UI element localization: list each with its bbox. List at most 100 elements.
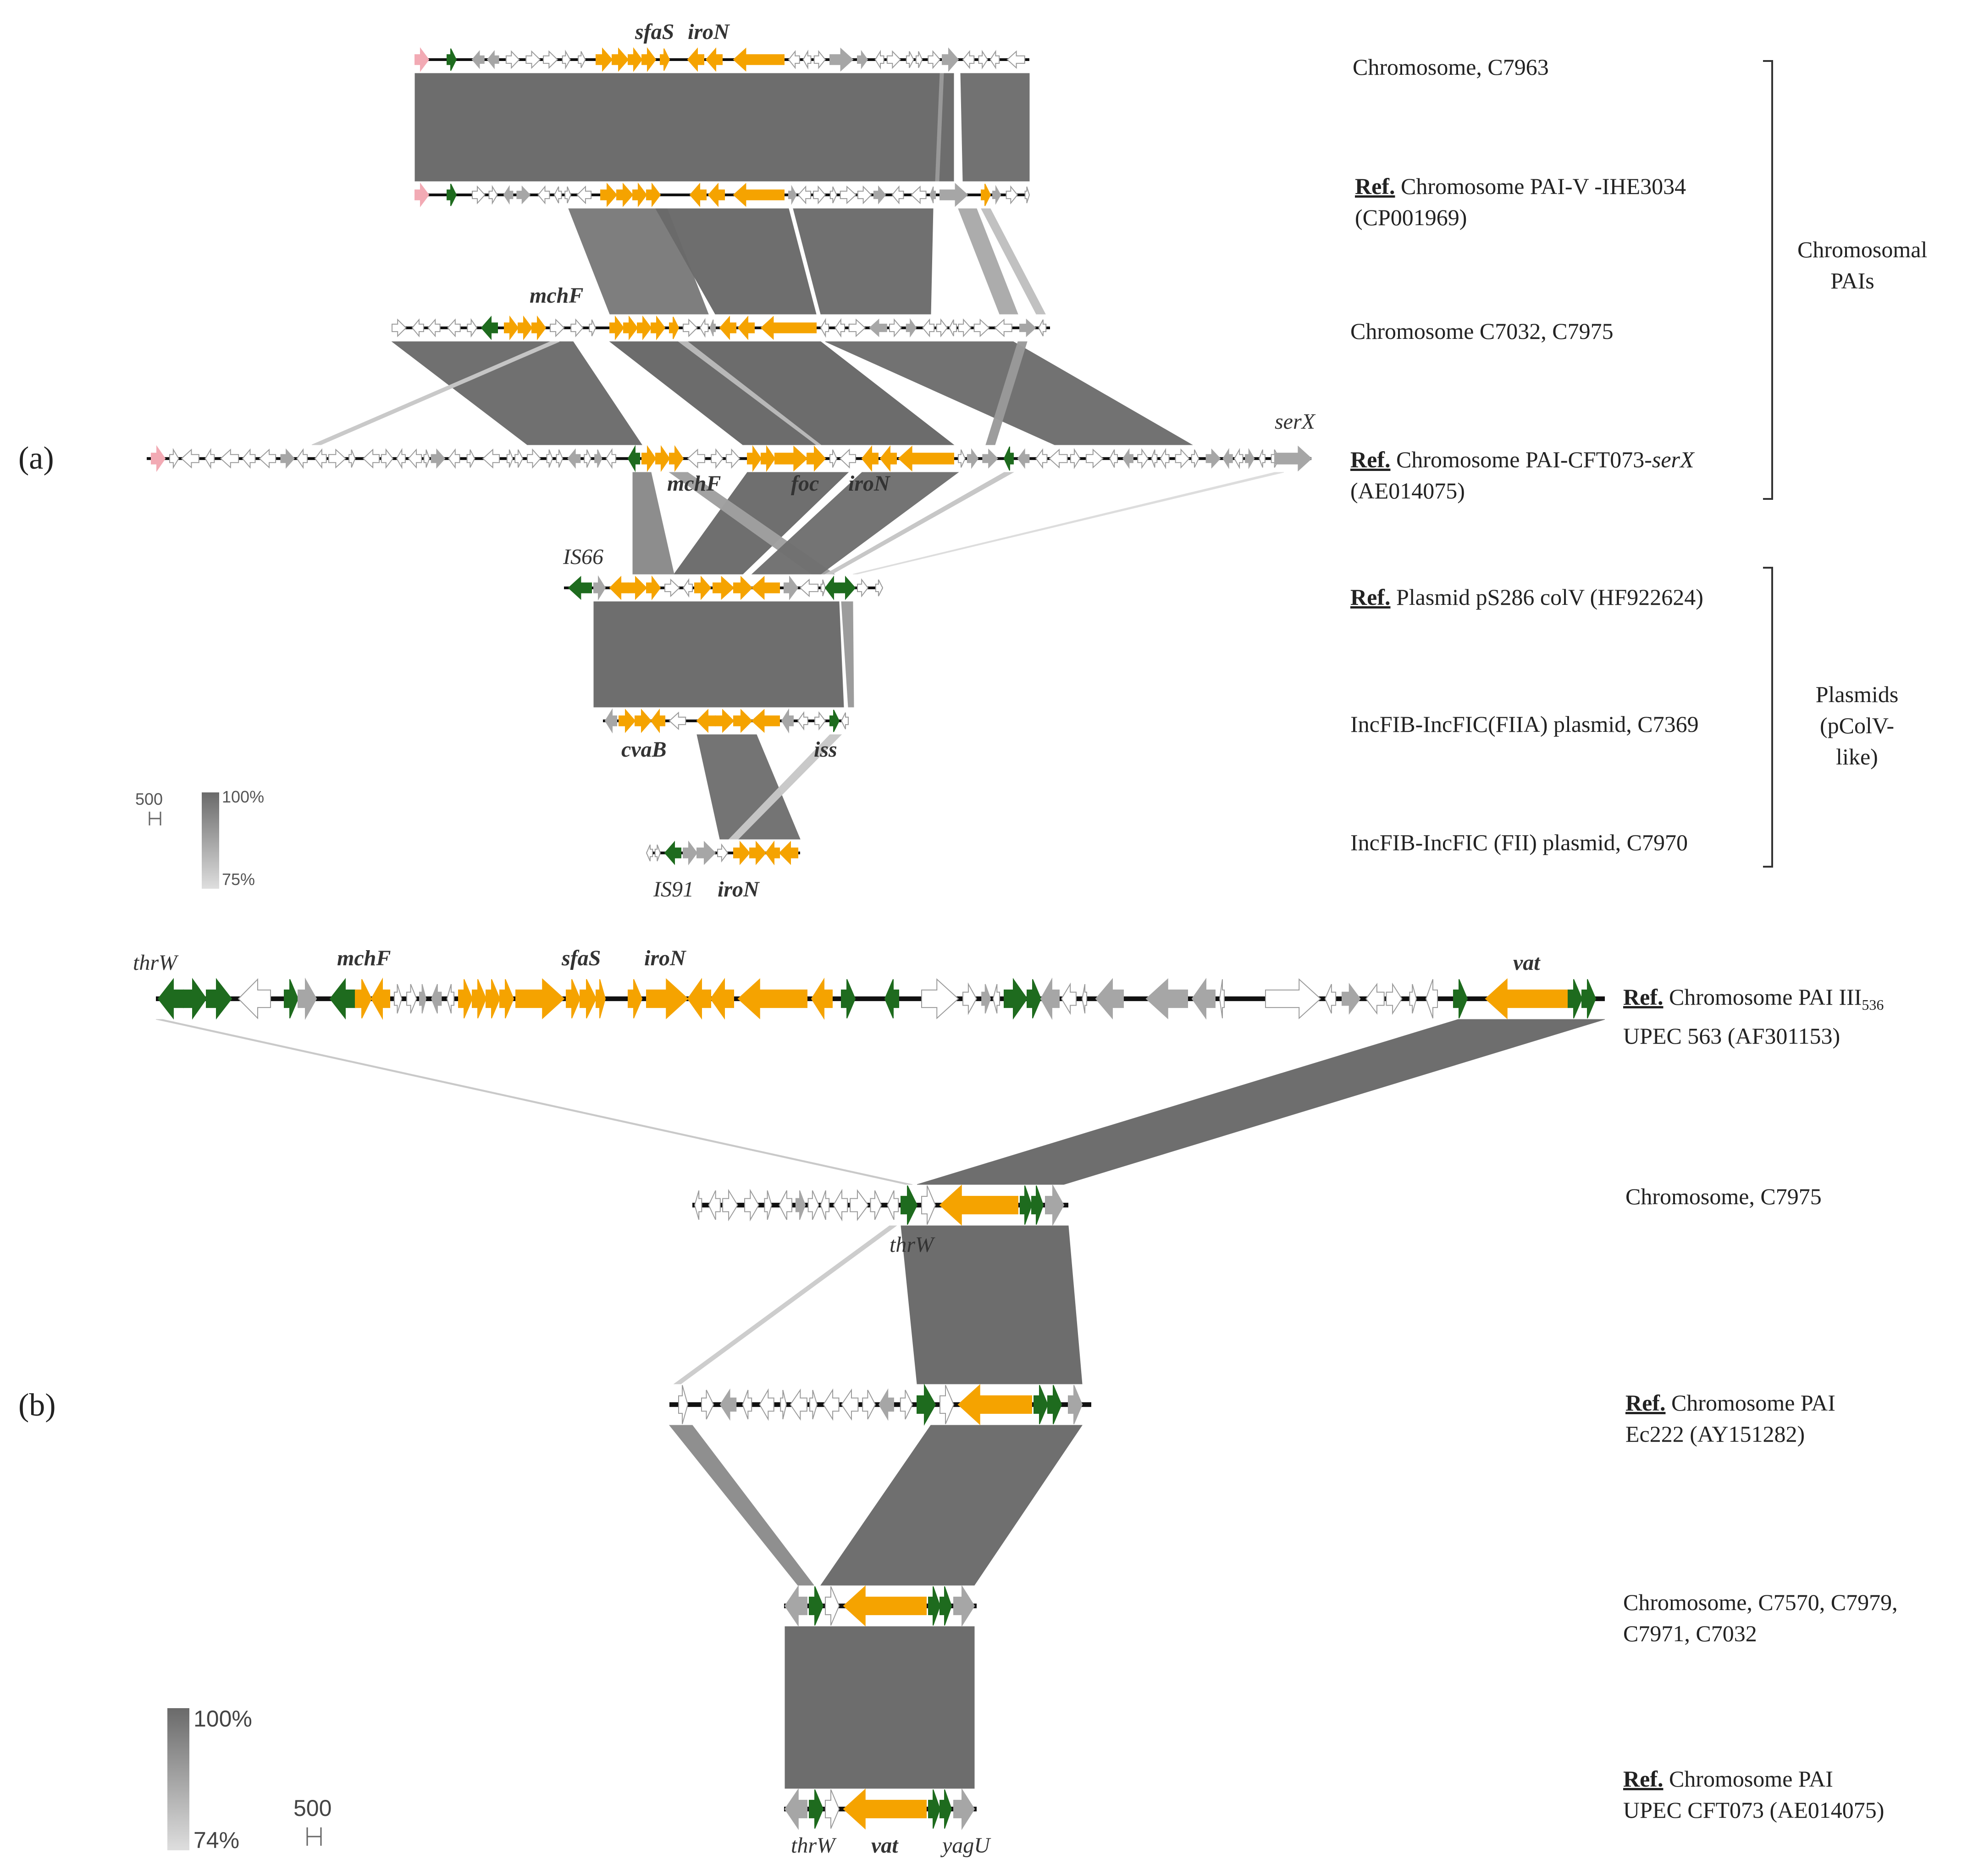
gene-arrow-reverse bbox=[427, 318, 441, 338]
track-label: Ref. Plasmid pS286 colV (HF922624) bbox=[1350, 584, 1703, 610]
gene-arrow-reverse bbox=[874, 50, 884, 70]
gene-arrow-forward bbox=[982, 448, 998, 469]
gene-arrow-reverse bbox=[1049, 448, 1068, 469]
gene-arrow-forward bbox=[1453, 979, 1468, 1018]
identity-max-label: 100% bbox=[222, 787, 264, 806]
gene-arrow-forward bbox=[1245, 448, 1255, 470]
gene-arrow-forward bbox=[870, 1190, 882, 1220]
gene-arrow-forward bbox=[1034, 1385, 1049, 1424]
gene-arrow-forward bbox=[419, 984, 426, 1014]
gene-arrow-forward bbox=[733, 576, 753, 600]
gene-arrow-reverse bbox=[779, 841, 798, 865]
gene-arrow-reverse bbox=[843, 1788, 927, 1830]
track-label: Chromosome, C7963 bbox=[1353, 54, 1549, 80]
similarity-link bbox=[958, 208, 1018, 315]
gene-arrow-reverse bbox=[719, 315, 736, 340]
gene-arrow-forward bbox=[381, 448, 394, 469]
ref-mark: Ref. bbox=[1355, 173, 1395, 199]
gene-arrow-forward bbox=[829, 449, 838, 468]
gene-arrow-forward bbox=[635, 708, 652, 733]
gene-arrow-reverse bbox=[994, 318, 1012, 338]
gene-arrow-reverse bbox=[605, 448, 616, 469]
panel-label-a: (a) bbox=[18, 441, 54, 476]
gene-arrow-forward bbox=[616, 183, 634, 207]
gene-arrow-reverse bbox=[835, 318, 846, 338]
gene-arrow-reverse bbox=[929, 186, 936, 204]
gene-arrow-reverse bbox=[710, 978, 734, 1020]
similarity-links bbox=[155, 73, 1605, 1789]
group-label-plasmids: Plasmids(pColV-like) bbox=[1815, 681, 1899, 769]
gene-arrow-reverse bbox=[664, 841, 681, 865]
scale-legend-a: 500 100% 75% bbox=[135, 787, 264, 889]
gene-label-IS91: IS91 bbox=[653, 877, 694, 902]
gene-label-sfaS: sfaS bbox=[635, 20, 674, 44]
gene-arrow-forward bbox=[886, 50, 901, 69]
gene-arrow-reverse bbox=[568, 576, 592, 600]
gene-arrow-forward bbox=[488, 185, 498, 205]
gene-arrow-forward bbox=[715, 708, 735, 733]
gene-arrow-forward bbox=[623, 315, 638, 340]
gene-arrow-forward bbox=[717, 843, 729, 863]
gene-arrow-forward bbox=[612, 47, 629, 72]
gene-arrow-forward bbox=[669, 445, 684, 472]
track-a4 bbox=[147, 445, 1312, 472]
gene-arrow-forward bbox=[1006, 185, 1018, 205]
gene-arrow-forward bbox=[701, 1389, 714, 1420]
similarity-link bbox=[901, 1225, 1083, 1384]
gene-arrow-forward bbox=[1137, 448, 1149, 469]
gene-arrow-forward bbox=[206, 978, 232, 1020]
gene-arrow-reverse bbox=[537, 185, 550, 205]
gene-arrow-forward bbox=[1045, 1184, 1065, 1227]
similarity-link bbox=[391, 341, 642, 445]
gene-label-vat: vat bbox=[1513, 951, 1541, 975]
track-a6 bbox=[603, 708, 849, 734]
gene-arrow-reverse bbox=[204, 448, 215, 470]
gene-arrow-forward bbox=[696, 841, 716, 865]
gene-arrow-reverse bbox=[797, 711, 808, 731]
gene-arrow-forward bbox=[619, 708, 636, 733]
gene-arrow-forward bbox=[901, 1185, 918, 1225]
gene-arrow-forward bbox=[531, 315, 547, 340]
gene-arrow-forward bbox=[809, 1789, 824, 1829]
gene-arrow-forward bbox=[546, 449, 553, 468]
gene-arrow-reverse bbox=[823, 1388, 840, 1421]
gene-arrow-reverse bbox=[861, 445, 879, 472]
similarity-link bbox=[609, 341, 955, 445]
gene-arrow-reverse bbox=[779, 1190, 792, 1220]
gene-arrow-forward bbox=[857, 578, 869, 598]
bracket-chromosomal bbox=[1763, 60, 1773, 500]
gene-arrow-reverse bbox=[609, 576, 629, 600]
gene-arrow-forward bbox=[593, 575, 606, 601]
gene-arrow-reverse bbox=[820, 318, 829, 338]
gene-arrow-reverse bbox=[884, 979, 899, 1018]
gene-arrow-forward bbox=[906, 318, 917, 338]
gene-arrow-forward bbox=[566, 979, 581, 1018]
gene-arrow-forward bbox=[928, 1789, 941, 1829]
gene-arrow-forward bbox=[875, 579, 884, 597]
track-a1 bbox=[415, 47, 1029, 72]
gene-arrow-forward bbox=[981, 984, 991, 1014]
gene-arrow-forward bbox=[722, 1189, 738, 1222]
gene-arrow-forward bbox=[660, 48, 670, 71]
similarity-link bbox=[155, 1019, 913, 1185]
gene-arrow-forward bbox=[1085, 448, 1104, 469]
gene-arrow-forward bbox=[609, 315, 625, 340]
gene-arrow-forward bbox=[940, 183, 968, 207]
gene-arrow-reverse bbox=[957, 1384, 1032, 1425]
gene-arrow-forward bbox=[406, 984, 417, 1014]
gene-arrow-forward bbox=[940, 1789, 952, 1829]
gene-arrow-reverse bbox=[765, 841, 780, 865]
gene-arrow-forward bbox=[628, 47, 643, 72]
gene-arrow-forward bbox=[900, 1389, 913, 1420]
gene-arrow-reverse bbox=[1259, 449, 1266, 468]
gene-arrow-reverse bbox=[627, 445, 640, 472]
gene-arrow-forward bbox=[1568, 979, 1583, 1018]
gene-arrow-forward bbox=[711, 448, 724, 469]
gene-arrow-forward bbox=[646, 978, 689, 1019]
gene-arrow-forward bbox=[556, 449, 564, 468]
gene-arrow-reverse bbox=[708, 1190, 721, 1220]
ref-mark: Ref. bbox=[1625, 1390, 1666, 1416]
gene-arrow-forward bbox=[516, 185, 531, 205]
scale-bar-label: 500 bbox=[293, 1795, 332, 1821]
